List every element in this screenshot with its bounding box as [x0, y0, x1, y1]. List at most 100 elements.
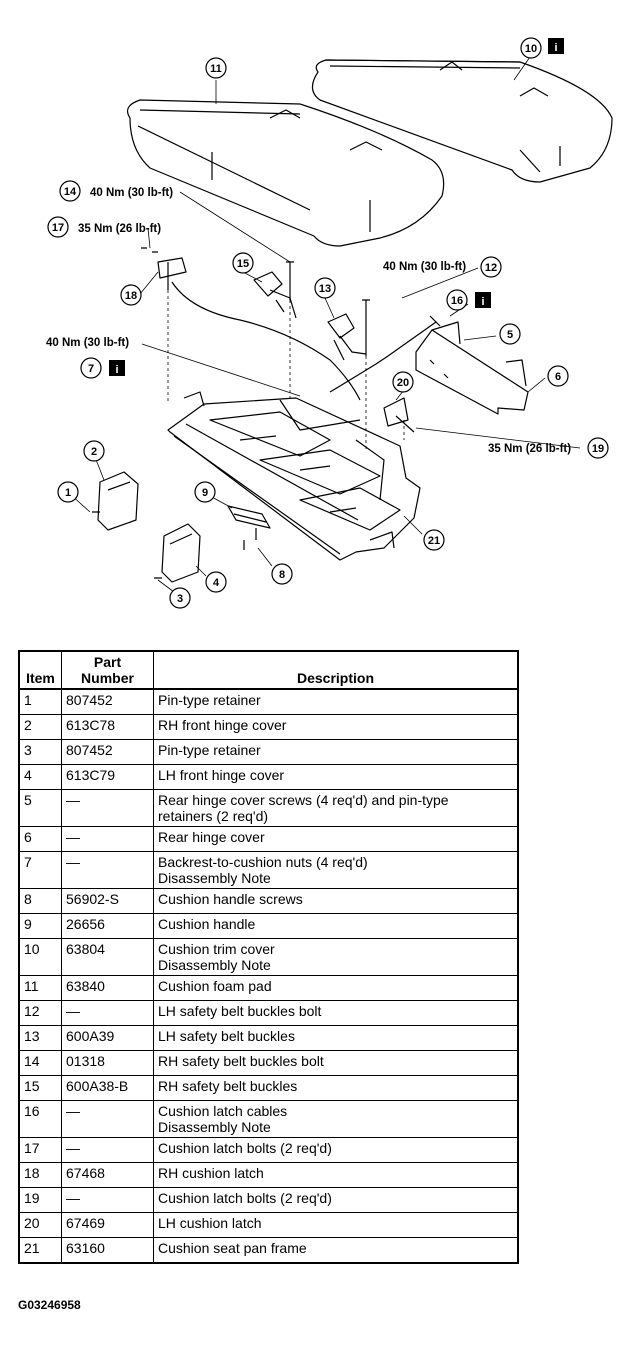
description-line: Pin-type retainer — [158, 742, 261, 758]
callout-4: 4 — [205, 571, 227, 593]
description-line: Cushion handle screws — [158, 891, 303, 907]
callout-circle — [520, 37, 542, 59]
callout-8: 8 — [271, 563, 293, 585]
item-cell: 5 — [18, 789, 62, 827]
description-line: RH safety belt buckles bolt — [158, 1053, 324, 1069]
item-cell: 8 — [18, 888, 62, 914]
rh-front-hinge-cover-drawing — [97, 471, 139, 531]
item-cell: 12 — [18, 1000, 62, 1026]
callout-circle — [205, 571, 227, 593]
description-line: Rear hinge cover — [158, 829, 265, 845]
callout-number: 19 — [592, 443, 604, 455]
torque-spec-12: 40 Nm (30 lb-ft) — [383, 261, 466, 273]
item-cell: 20 — [18, 1212, 62, 1238]
description-cell: Cushion latch bolts (2 req'd) — [153, 1137, 519, 1163]
part-number-cell: 613C79 — [61, 764, 154, 790]
description-line: LH safety belt buckles bolt — [158, 1003, 322, 1019]
item-cell: 13 — [18, 1025, 62, 1051]
callout-number: 9 — [202, 487, 208, 499]
callout-number: 16 — [451, 295, 463, 307]
callout-11: 11 — [205, 57, 227, 79]
description-cell: Rear hinge cover — [153, 826, 519, 852]
table-row: 5—Rear hinge cover screws (4 req'd) and … — [18, 789, 519, 827]
part-number-cell: 807452 — [61, 739, 154, 765]
info-badge-16: i — [475, 292, 491, 308]
item-cell: 9 — [18, 913, 62, 939]
callout-circle — [205, 57, 227, 79]
part-number-cell: 67468 — [61, 1162, 154, 1188]
rh-cushion-latch-drawing — [157, 257, 361, 401]
part-number-cell: — — [61, 826, 154, 852]
callout-circle — [120, 284, 142, 306]
callout-number: 10 — [525, 43, 537, 55]
part-number-cell: 26656 — [61, 913, 154, 939]
cushion-foam-pad-drawing — [127, 99, 445, 247]
callout-number: 2 — [91, 446, 97, 458]
header-description: Description — [153, 650, 519, 690]
callout-number: 21 — [428, 535, 440, 547]
header-item: Item — [18, 650, 62, 690]
callout-number: 4 — [213, 577, 220, 589]
callout-circle — [232, 252, 254, 274]
callout-20: 20 — [392, 371, 414, 393]
description-cell: Pin-type retainer — [153, 688, 519, 715]
callout-circle — [57, 481, 79, 503]
table-row: 17—Cushion latch bolts (2 req'd) — [18, 1137, 519, 1163]
callout-circle — [80, 357, 102, 379]
description-cell: Cushion handle — [153, 913, 519, 939]
table-row: 6—Rear hinge cover — [18, 826, 519, 852]
part-number-cell: — — [61, 851, 154, 889]
description-cell: RH safety belt buckles — [153, 1075, 519, 1101]
description-cell: LH front hinge cover — [153, 764, 519, 790]
torque-spec-14: 40 Nm (30 lb-ft) — [90, 187, 173, 199]
callout-circle — [83, 440, 105, 462]
description-line: Cushion latch cables — [158, 1103, 288, 1119]
description-line: Cushion handle — [158, 916, 256, 932]
item-cell: 17 — [18, 1137, 62, 1163]
item-cell: 11 — [18, 975, 62, 1001]
description-line: LH safety belt buckles — [158, 1028, 295, 1044]
description-cell: RH cushion latch — [153, 1162, 519, 1188]
fastener-drawings — [92, 247, 370, 579]
callout-17: 17 — [47, 216, 69, 238]
callout-number: 17 — [52, 222, 64, 234]
description-line: Cushion latch bolts (2 req'd) — [158, 1140, 332, 1156]
description-line: Cushion trim cover — [158, 941, 275, 957]
item-cell: 7 — [18, 851, 62, 889]
rear-hinge-cover-drawing — [415, 321, 529, 415]
callout-5: 5 — [499, 323, 521, 345]
callout-circle — [47, 216, 69, 238]
info-badge-10: i — [548, 38, 564, 54]
part-number-cell: — — [61, 1137, 154, 1163]
description-line: LH front hinge cover — [158, 767, 285, 783]
callout-circle — [169, 587, 191, 609]
item-cell: 21 — [18, 1237, 62, 1264]
callout-2: 2 — [83, 440, 105, 462]
description-line: Disassembly Note — [158, 1119, 271, 1135]
part-number-cell: 67469 — [61, 1212, 154, 1238]
cushion-handle-drawing — [227, 505, 271, 529]
description-cell: RH safety belt buckles bolt — [153, 1050, 519, 1076]
info-badge-7: i — [109, 360, 125, 376]
description-cell: Cushion seat pan frame — [153, 1237, 519, 1264]
callout-circle — [392, 371, 414, 393]
callout-7: 7 — [80, 357, 102, 379]
description-line: Cushion foam pad — [158, 978, 272, 994]
description-cell: Pin-type retainer — [153, 739, 519, 765]
item-cell: 3 — [18, 739, 62, 765]
callout-circle — [271, 563, 293, 585]
part-number-cell: — — [61, 1100, 154, 1138]
